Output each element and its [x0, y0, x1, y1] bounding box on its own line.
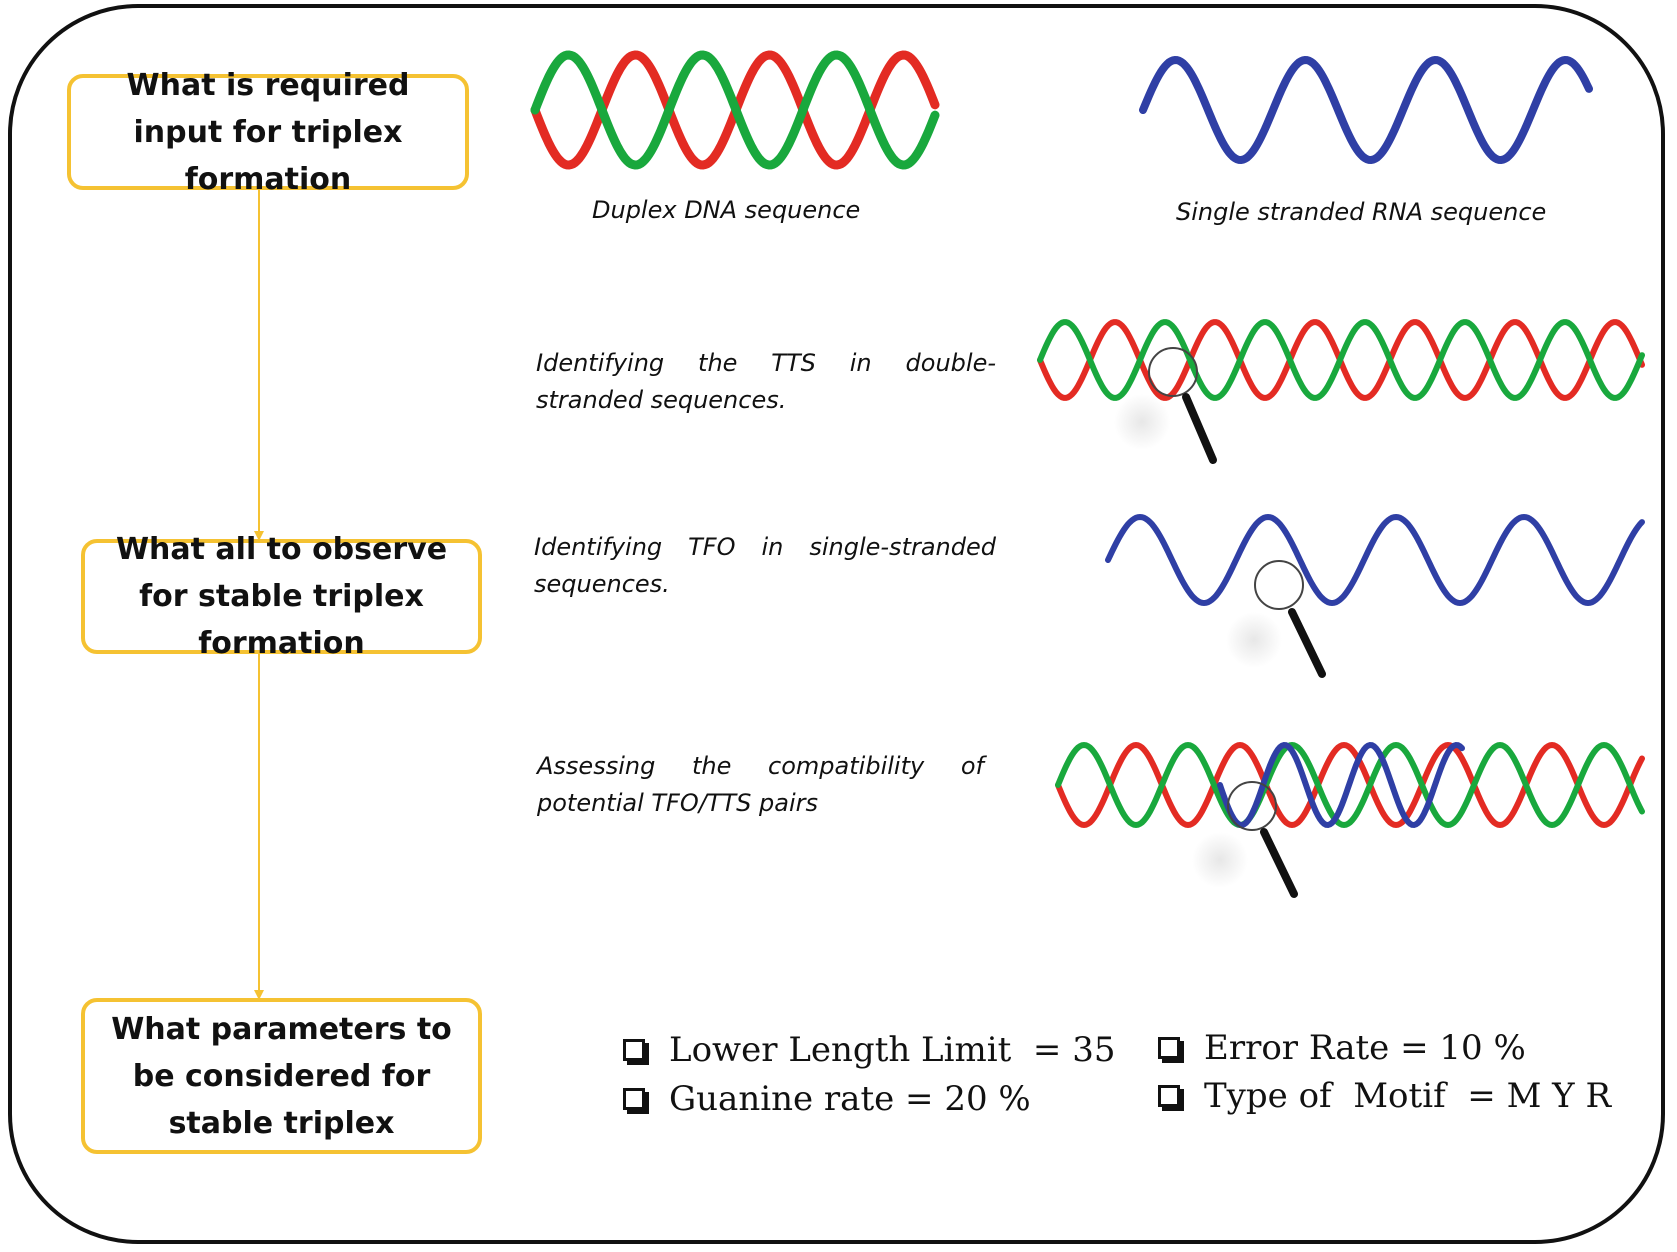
- ssrna-caption: Single stranded RNA sequence: [1176, 198, 1547, 226]
- step-assess-pairs: Assessing the compatibility of potential…: [537, 752, 984, 817]
- duplex-dna-input: [530, 50, 940, 170]
- parameter-motif-type: Type of Motif = M Y R: [1158, 1076, 1611, 1116]
- rna-blue-strand: [1139, 55, 1593, 165]
- ssrna-input: [1139, 55, 1593, 165]
- question-parameters-text: What parameters to be considered for sta…: [111, 1011, 452, 1141]
- checkbox-icon: [1158, 1037, 1180, 1059]
- parameter-lower-length-limit: Lower Length Limit = 35: [623, 1030, 1115, 1070]
- tts-green-strand: [1037, 319, 1645, 401]
- parameter-guanine-rate: Guanine rate = 20 %: [623, 1079, 1031, 1119]
- parameter-text: Lower Length Limit = 35: [669, 1030, 1116, 1070]
- checkbox-icon: [623, 1088, 645, 1110]
- question-parameters-box: What parameters to be considered for sta…: [81, 998, 482, 1154]
- tts-search-graphic: [1037, 319, 1645, 464]
- pair-green-strand: [1055, 741, 1645, 829]
- pair-blue-strand: [1217, 741, 1465, 829]
- magnifier-icon: [1192, 781, 1298, 898]
- magnifier-icon: [1226, 560, 1326, 678]
- tfo-search-graphic: [1105, 513, 1645, 678]
- parameter-text: Error Rate = 10 %: [1204, 1028, 1526, 1068]
- parameter-text: Type of Motif = M Y R: [1204, 1076, 1612, 1116]
- duplex-green-strand: [530, 50, 940, 170]
- question-observe-box: What all to observe for stable triplex f…: [81, 532, 482, 661]
- parameter-error-rate: Error Rate = 10 %: [1158, 1028, 1526, 1068]
- magnifier-icon: [1114, 347, 1217, 464]
- parameter-text: Guanine rate = 20 %: [669, 1079, 1031, 1119]
- step-identify-tts: Identifying the TTS in double-stranded s…: [536, 349, 996, 414]
- question-input-text: What is required input for triplex forma…: [126, 67, 410, 197]
- step-identify-tfo: Identifying TFO in single-stranded seque…: [534, 533, 996, 598]
- pair-assessment-graphic: [1055, 741, 1645, 898]
- checkbox-icon: [623, 1039, 645, 1061]
- question-observe-text: What all to observe for stable triplex f…: [115, 532, 448, 661]
- question-input-box: What is required input for triplex forma…: [67, 68, 469, 197]
- duplex-dna-caption: Duplex DNA sequence: [592, 196, 861, 224]
- pair-red-strand: [1055, 741, 1645, 829]
- tfo-blue-strand: [1105, 513, 1645, 607]
- checkbox-icon: [1158, 1085, 1180, 1107]
